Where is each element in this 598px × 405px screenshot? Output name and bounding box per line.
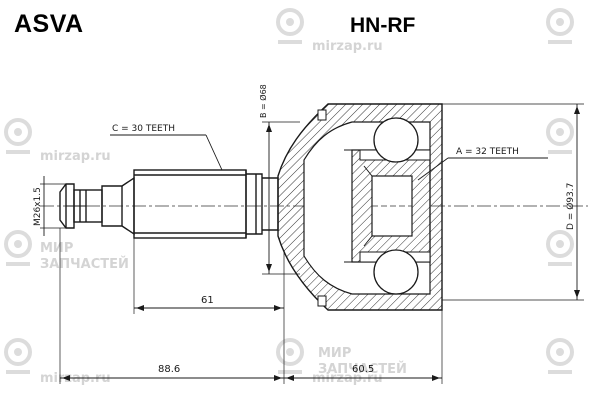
- watermark-logo-icon: [546, 8, 574, 44]
- shaft-length-label: 61: [201, 295, 214, 306]
- watermark-line2: ЗАПЧАСТЕЙ: [318, 361, 407, 377]
- watermark-logo-icon: [4, 338, 32, 374]
- total-right-label: 60.5: [352, 364, 374, 375]
- watermark-logo-icon: [546, 230, 574, 266]
- dimension-abs-ring: [262, 121, 300, 275]
- dimension-total: [59, 228, 443, 384]
- watermark-layer: [4, 8, 574, 374]
- splined-shaft: [133, 169, 279, 239]
- ball-lower: [373, 249, 419, 295]
- dimension-outer-diameter: [442, 103, 584, 301]
- brand-logo: ASVA: [14, 10, 84, 38]
- watermark-logo-icon: [4, 230, 32, 266]
- inner-race-assembly: [344, 117, 431, 295]
- dimension-shaft-length: [133, 238, 285, 314]
- abs-ring-label: B = Ø68: [258, 84, 268, 118]
- leader-inner-spline: [110, 134, 223, 171]
- inner-spline-label: C = 30 TEETH: [112, 124, 175, 134]
- watermark-site-text: mirzap.ru: [312, 39, 383, 54]
- watermark-site-text: mirzap.ru: [40, 149, 111, 164]
- watermark-site-text: mirzap.ru: [312, 371, 383, 386]
- watermark-logo-icon: [4, 118, 32, 154]
- thread-label: M26x1.5: [33, 187, 43, 226]
- outer-diameter-label: D = Ø93.7: [565, 183, 576, 230]
- leader-outer-spline: [417, 157, 548, 181]
- threaded-end: [59, 176, 135, 236]
- watermark-logo-icon: [276, 338, 304, 374]
- watermark-site-text: mirzap.ru: [40, 371, 111, 386]
- watermark-line2: ЗАПЧАСТЕЙ: [40, 256, 129, 272]
- ball-upper: [373, 117, 419, 163]
- total-left-label: 88.6: [158, 364, 180, 375]
- watermark-line1: МИР: [318, 346, 351, 361]
- outer-spline-label: A = 32 TEETH: [456, 147, 519, 157]
- dimension-thread: [40, 176, 66, 236]
- watermark-logo-icon: [276, 8, 304, 44]
- watermark-logo-icon: [546, 118, 574, 154]
- watermark-logo-icon: [546, 338, 574, 374]
- part-code: HN-RF: [350, 14, 416, 37]
- watermark-line1: МИР: [40, 241, 73, 256]
